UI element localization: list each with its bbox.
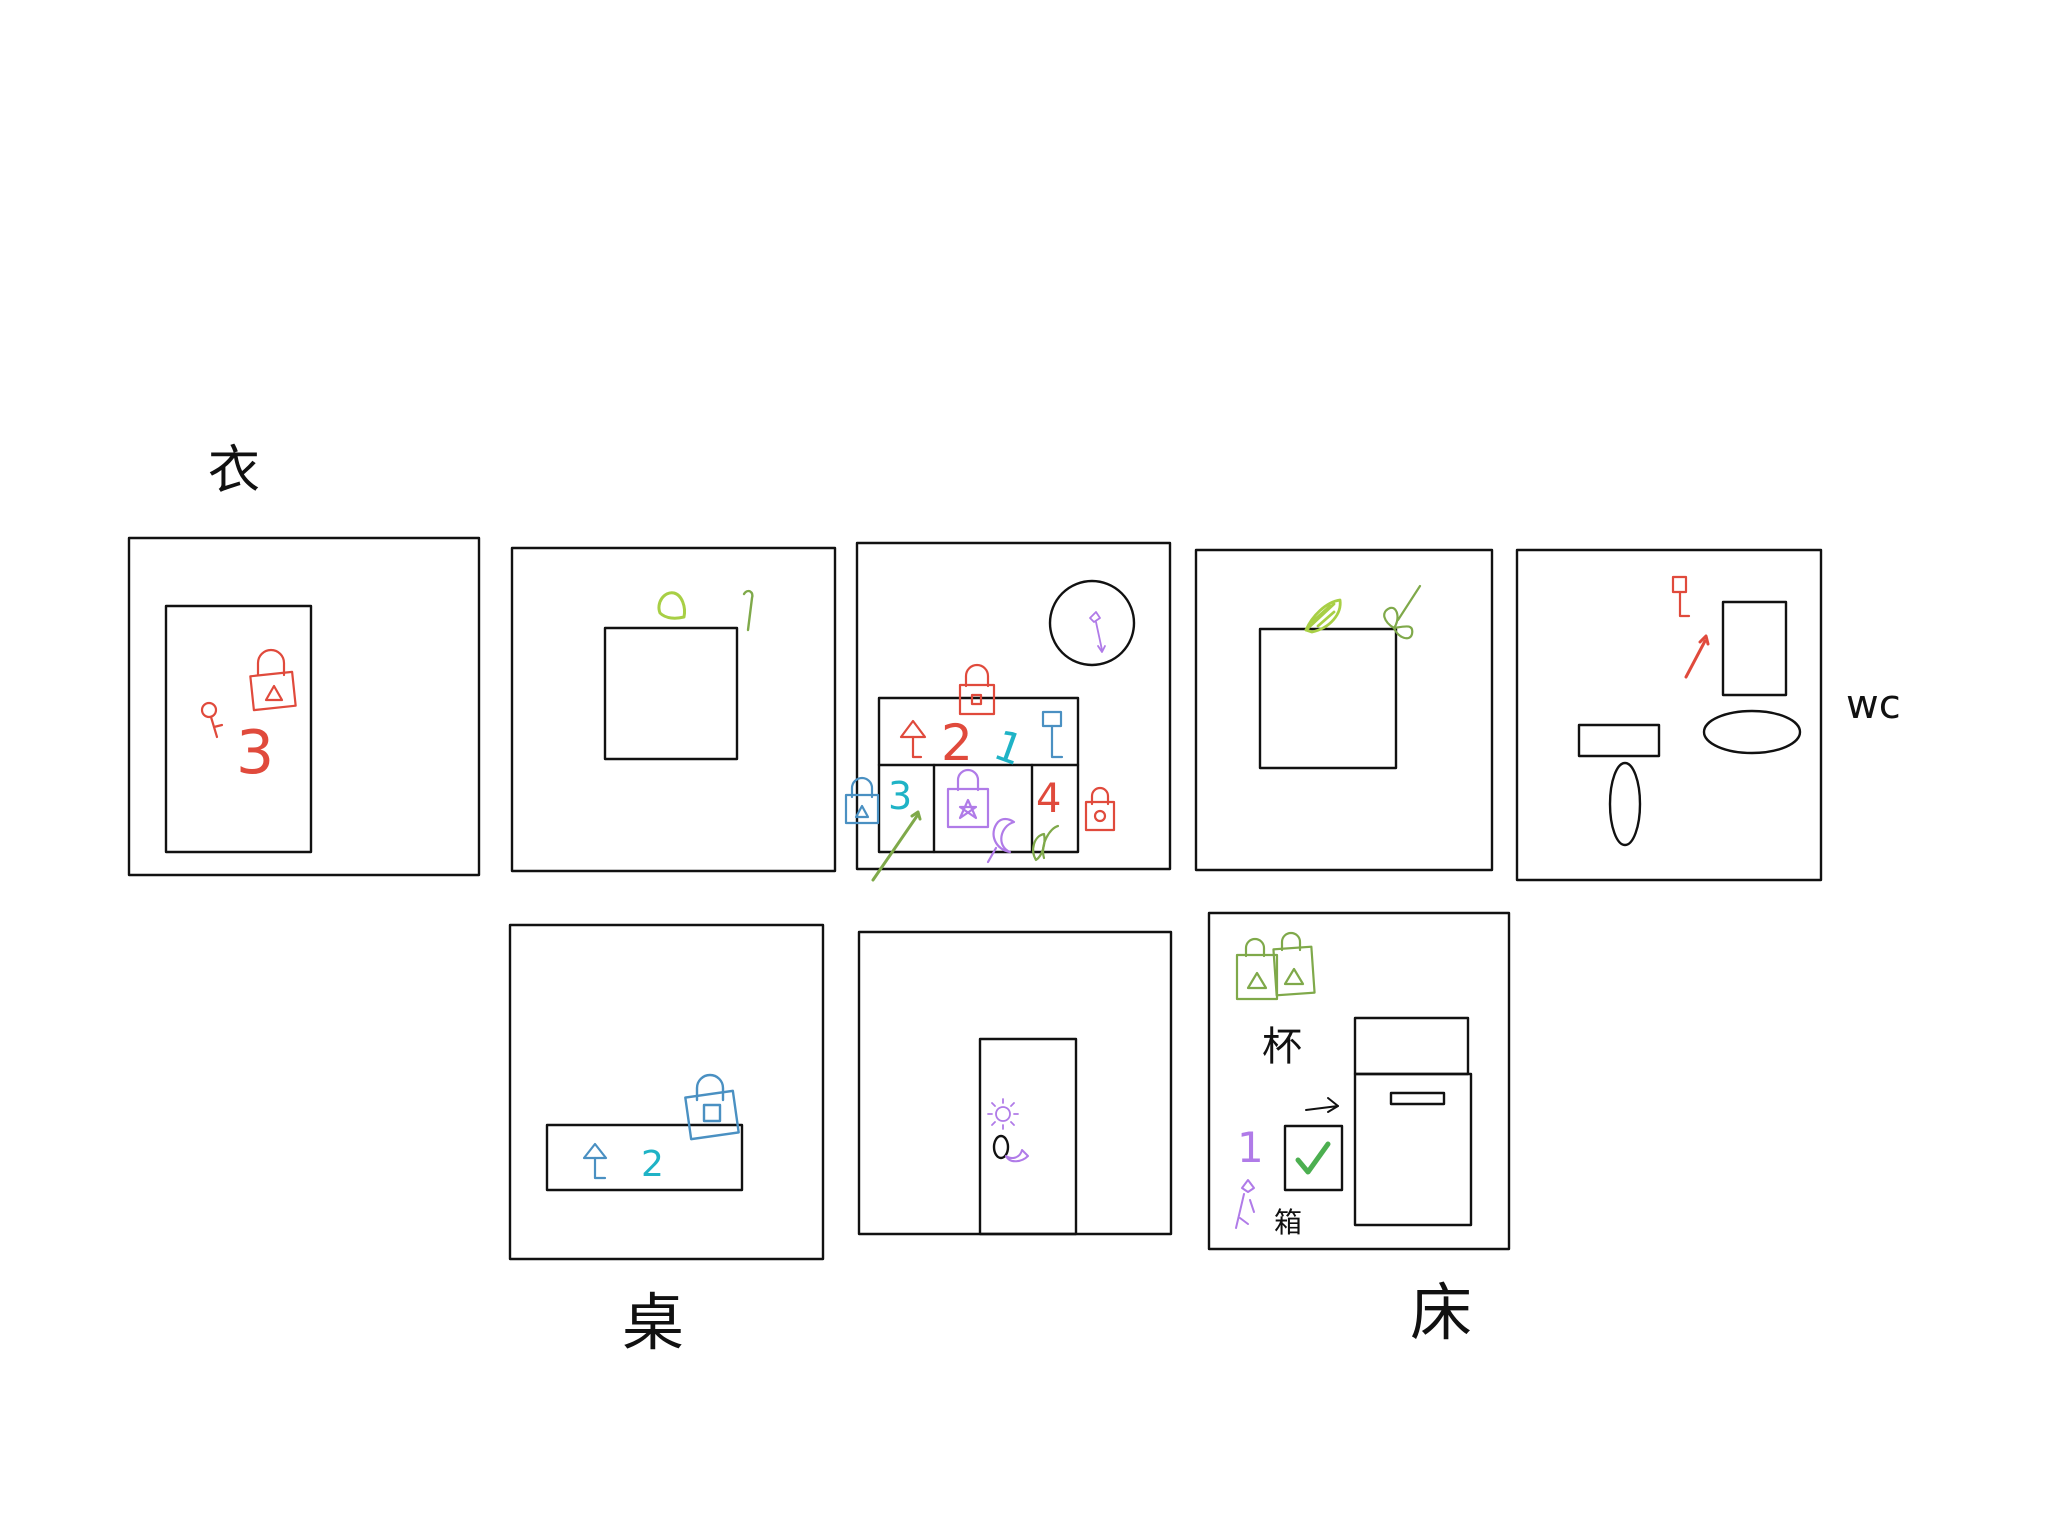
sun-icon <box>987 1098 1019 1130</box>
label-bed: 床 <box>1410 1276 1472 1349</box>
fridge-top[interactable] <box>1353 1016 1470 1076</box>
label-wc: wc <box>1846 682 1901 728</box>
wardrobe-door[interactable] <box>164 604 313 854</box>
shelf-top-slash-digit: 1 <box>988 720 1030 775</box>
mirror-icon[interactable] <box>1048 579 1136 667</box>
checkbox[interactable] <box>1283 1124 1344 1192</box>
padlock-circle-icon <box>1084 786 1116 832</box>
hook-icon <box>742 589 754 632</box>
label-cup: 杯 <box>1262 1024 1302 1070</box>
moon-icon <box>1005 1149 1029 1163</box>
shelf-unit[interactable] <box>877 696 1080 854</box>
fridge-handle <box>1389 1091 1446 1106</box>
sink-basin[interactable] <box>1608 761 1642 847</box>
bag-triangle-icon <box>1235 931 1316 1001</box>
mushroom-icon <box>899 719 927 759</box>
panel-wardrobe <box>127 536 481 877</box>
scissors-icon <box>1383 584 1422 640</box>
moon-icon <box>986 817 1016 864</box>
panel-door <box>857 930 1173 1236</box>
key-icon <box>200 701 224 739</box>
panel-wc <box>1515 548 1823 882</box>
toilet-seat[interactable] <box>1702 709 1802 755</box>
padlock-square-icon <box>684 1073 740 1141</box>
desk-code-digit: 2 <box>641 1144 664 1185</box>
shelf-left-digit: 3 <box>888 774 912 818</box>
door-knob[interactable] <box>992 1134 1010 1160</box>
flag-icon <box>1041 710 1064 759</box>
cabinet-box[interactable] <box>603 626 739 761</box>
panel-desk <box>508 923 825 1261</box>
label-box: 箱 <box>1274 1206 1302 1239</box>
wand-icon <box>1089 611 1106 653</box>
panel-box <box>1194 548 1494 872</box>
padlock-triangle-icon <box>844 776 880 825</box>
padlock-square-icon <box>958 663 996 716</box>
desk-drawer[interactable] <box>545 1123 744 1192</box>
leaf-icon <box>657 591 686 620</box>
label-wardrobe: 衣 <box>208 441 260 501</box>
fridge-body[interactable] <box>1353 1072 1473 1227</box>
wand-icon <box>871 810 922 882</box>
label-desk: 桌 <box>622 1286 684 1359</box>
sink-counter[interactable] <box>1577 723 1661 758</box>
padlock-star-icon <box>946 768 990 829</box>
leaf-icon <box>1304 598 1342 634</box>
checkmark-icon <box>1295 1141 1331 1175</box>
mushroom-icon <box>582 1142 608 1180</box>
shelf-top-digit: 2 <box>941 714 973 772</box>
wardrobe-code-digit: 3 <box>236 718 274 788</box>
flag-icon <box>1671 575 1691 618</box>
box-code-digit: 1 <box>1237 1123 1264 1172</box>
panel-shelf <box>855 541 1172 871</box>
box-object[interactable] <box>1258 627 1398 770</box>
door[interactable] <box>978 1037 1078 1236</box>
wand-icon <box>1235 1179 1255 1229</box>
toilet-tank[interactable] <box>1721 600 1788 697</box>
wand-icon <box>1684 634 1710 679</box>
arrow-icon <box>1305 1097 1339 1113</box>
leaf-icon <box>1032 824 1060 862</box>
shelf-right-digit: 4 <box>1036 776 1061 822</box>
padlock-triangle-icon <box>249 648 297 712</box>
panel-cabinet <box>510 546 837 873</box>
panel-bed <box>1207 911 1511 1251</box>
